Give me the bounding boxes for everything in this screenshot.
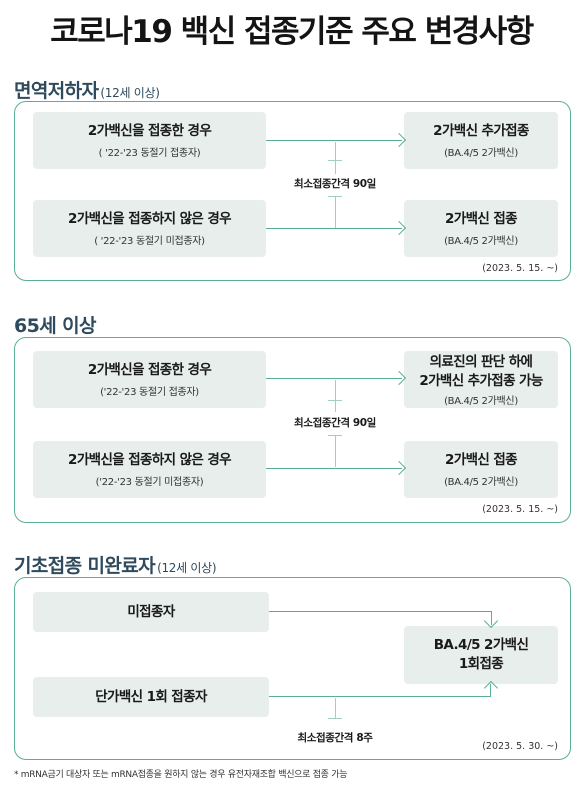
box-main-text: 2가백신을 접종하지 않은 경우 bbox=[68, 452, 232, 468]
interval-line bbox=[335, 142, 336, 174]
arrow-up bbox=[490, 684, 491, 697]
box-main-text: BA.4/5 2가백신 bbox=[433, 637, 529, 653]
arrow-right bbox=[266, 228, 402, 229]
section-subtitle: (12세 이상) bbox=[100, 86, 160, 100]
vaccination-box: 2가백신 접종 (BA.4/5 2가백신) bbox=[404, 200, 558, 257]
interval-label: 최소접종간격 90일 bbox=[294, 178, 376, 190]
box-sub-text: ('22-'23 동절기 접종자) bbox=[100, 387, 199, 398]
interval-line bbox=[335, 196, 336, 228]
box-sub-text: (BA.4/5 2가백신) bbox=[444, 236, 518, 247]
vaccinated-box: 2가백신을 접종한 경우 ('22-'23 동절기 접종자) bbox=[33, 351, 266, 408]
optional-booster-box: 의료진의 판단 하에 2가백신 추가접종 가능 (BA.4/5 2가백신) bbox=[404, 351, 558, 408]
effective-date: (2023. 5. 30. ~) bbox=[482, 741, 558, 752]
unvaccinated-box: 미접종자 bbox=[33, 592, 269, 632]
interval-label: 최소접종간격 90일 bbox=[294, 417, 376, 429]
box-main-text: 2가백신을 접종한 경우 bbox=[87, 123, 212, 139]
box-main-text: 의료진의 판단 하에 bbox=[429, 353, 533, 370]
section-immunocompromised-title: 면역저하자(12세 이상) bbox=[14, 76, 160, 103]
bivalent-dose-box: BA.4/5 2가백신 1회접종 bbox=[404, 626, 558, 684]
section-incomplete-primary-panel: 미접종자 단가백신 1회 접종자 BA.4/5 2가백신 1회접종 최소접종간격… bbox=[14, 577, 571, 760]
interval-tick bbox=[328, 400, 342, 401]
box-main-text: 2가백신을 접종한 경우 bbox=[87, 362, 212, 378]
effective-date: (2023. 5. 15. ~) bbox=[482, 263, 558, 274]
section-65-plus-panel: 2가백신을 접종한 경우 ('22-'23 동절기 접종자) 2가백신을 접종하… bbox=[14, 337, 571, 523]
effective-date: (2023. 5. 15. ~) bbox=[482, 504, 558, 515]
section-title-text: 65세 이상 bbox=[14, 315, 97, 337]
interval-tick bbox=[328, 718, 342, 719]
unvaccinated-box: 2가백신을 접종하지 않은 경우 ( '22-'23 동절기 미접종자) bbox=[33, 200, 266, 257]
connector-line bbox=[269, 696, 491, 697]
arrow-right bbox=[266, 140, 402, 141]
section-immunocompromised-panel: 2가백신을 접종한 경우 ( '22-'23 동절기 접종자) 2가백신을 접종… bbox=[14, 101, 571, 281]
box-sub-text: (BA.4/5 2가백신) bbox=[444, 477, 518, 488]
interval-tick bbox=[328, 160, 342, 161]
box-sub-text: ( '22-'23 동절기 미접종자) bbox=[94, 236, 205, 247]
vaccinated-box: 2가백신을 접종한 경우 ( '22-'23 동절기 접종자) bbox=[33, 112, 266, 169]
section-incomplete-primary-title: 기초접종 미완료자(12세 이상) bbox=[14, 551, 217, 578]
box-main-text: 2가백신을 접종하지 않은 경우 bbox=[68, 211, 232, 227]
arrow-right bbox=[266, 468, 402, 469]
interval-label: 최소접종간격 8주 bbox=[297, 732, 373, 744]
box-main-text: 미접종자 bbox=[127, 603, 175, 620]
section-subtitle: (12세 이상) bbox=[157, 561, 217, 575]
box-main-text: 1회접종 bbox=[458, 656, 504, 672]
footnote: * mRNA금기 대상자 또는 mRNA접종을 원하지 않는 경우 유전자재조합… bbox=[14, 770, 348, 780]
box-main-text: 2가백신 접종 bbox=[445, 452, 518, 468]
interval-line bbox=[335, 435, 336, 467]
arrow-right bbox=[266, 378, 402, 379]
interval-line bbox=[335, 698, 336, 718]
box-sub-text: (BA.4/5 2가백신) bbox=[444, 148, 518, 159]
box-sub-text: ( '22-'23 동절기 접종자) bbox=[98, 148, 201, 159]
box-sub-text: ('22-'23 동절기 미접종자) bbox=[95, 477, 204, 488]
box-sub-text: (BA.4/5 2가백신) bbox=[444, 395, 518, 407]
booster-box: 2가백신 추가접종 (BA.4/5 2가백신) bbox=[404, 112, 558, 169]
unvaccinated-box: 2가백신을 접종하지 않은 경우 ('22-'23 동절기 미접종자) bbox=[33, 441, 266, 498]
box-main-text: 2가백신 추가접종 bbox=[433, 123, 529, 139]
page-title: 코로나19 백신 접종기준 주요 변경사항 bbox=[50, 14, 534, 50]
box-main-text: 단가백신 1회 접종자 bbox=[95, 688, 207, 705]
arrow-down bbox=[491, 611, 492, 625]
single-dose-box: 단가백신 1회 접종자 bbox=[33, 677, 269, 717]
connector-line bbox=[269, 611, 491, 612]
section-title-text: 면역저하자 bbox=[14, 80, 99, 102]
vaccination-box: 2가백신 접종 (BA.4/5 2가백신) bbox=[404, 441, 558, 498]
box-main-text: 2가백신 추가접종 가능 bbox=[419, 372, 543, 389]
section-title-text: 기초접종 미완료자 bbox=[14, 555, 156, 577]
box-main-text: 2가백신 접종 bbox=[445, 211, 518, 227]
interval-line bbox=[335, 380, 336, 412]
section-65-plus-title: 65세 이상 bbox=[14, 311, 97, 338]
